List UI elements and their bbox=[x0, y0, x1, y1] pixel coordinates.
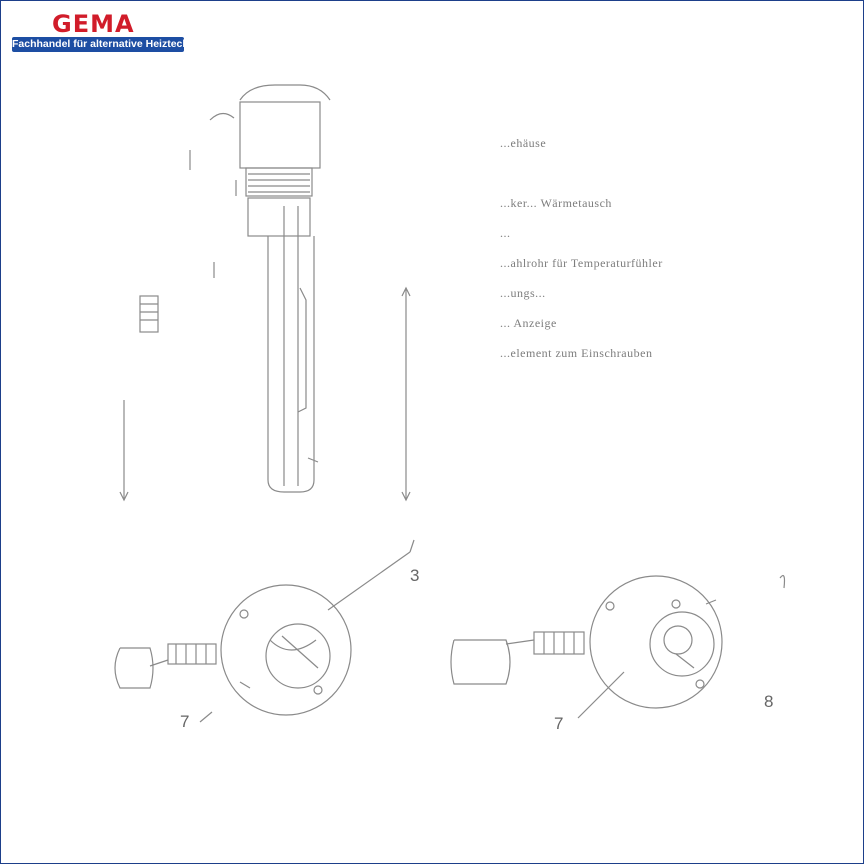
top-view-right bbox=[450, 575, 786, 719]
top-view-left bbox=[114, 539, 415, 723]
callout-number: 8 bbox=[764, 692, 774, 711]
thread-nut bbox=[245, 167, 313, 197]
callout-number: 3 bbox=[410, 566, 420, 585]
legend-item: ...ungs... bbox=[500, 286, 546, 300]
logo-wordmark: GEMA bbox=[52, 10, 135, 38]
callout-number: 7 bbox=[554, 714, 564, 733]
legend-item: ...ehäuse bbox=[500, 136, 547, 150]
legend-item: ...ahlrohr für Temperaturfühler bbox=[500, 256, 663, 270]
gema-logo: GEMA Fachhandel für alternative Heiztech… bbox=[12, 10, 204, 54]
terminal-block-side bbox=[139, 295, 159, 333]
heater-head bbox=[209, 84, 331, 237]
dimension-lines bbox=[119, 150, 411, 502]
callout-number: 7 bbox=[180, 712, 190, 731]
heater-tube bbox=[267, 206, 319, 493]
legend-item: ...element zum Einschrauben bbox=[500, 346, 653, 360]
legend-item: ... Anzeige bbox=[500, 316, 557, 330]
legend-item: ...ker... Wärmetausch bbox=[500, 196, 612, 210]
logo-tagline: Fachhandel für alternative Heiztechnik bbox=[12, 37, 204, 52]
legend-item: ... bbox=[500, 226, 511, 240]
